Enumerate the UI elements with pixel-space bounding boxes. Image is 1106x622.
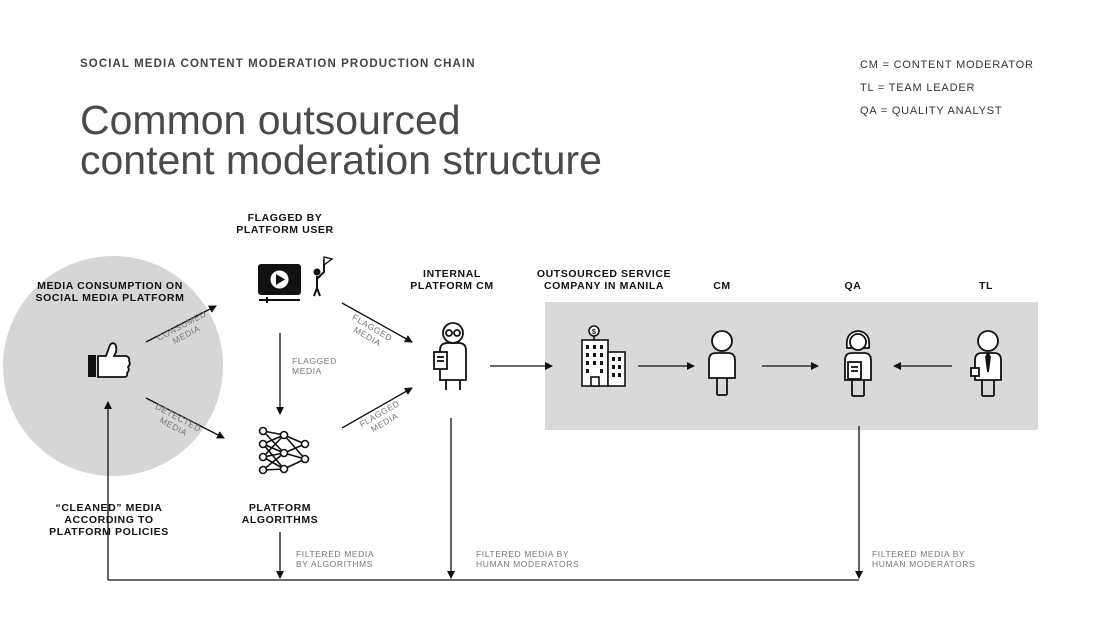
- label-outsourced: OUTSOURCED SERVICE COMPANY IN MANILA: [536, 268, 672, 292]
- legend-qa: QA = QUALITY ANALYST: [860, 105, 1003, 117]
- title-line-2: content moderation structure: [80, 137, 602, 183]
- edge-flagged-media-down: FLAGGED MEDIA: [292, 356, 337, 376]
- label-internal-cm: INTERNAL PLATFORM CM: [410, 268, 494, 292]
- edge-filtered-humans-outsourced: FILTERED MEDIA BY HUMAN MODERATORS: [872, 549, 976, 569]
- label-flagged-user: FLAGGED BY PLATFORM USER: [236, 212, 334, 236]
- arrow-flagged-top: [341, 302, 413, 343]
- label-algorithms: PLATFORM ALGORITHMS: [241, 502, 319, 526]
- svg-text:$: $: [592, 329, 596, 336]
- label-cm: CM: [713, 280, 731, 292]
- neural-network-icon: [258, 426, 310, 475]
- page-title: Common outsourced content moderation str…: [80, 97, 602, 183]
- label-media-platform: MEDIA CONSUMPTION ON SOCIAL MEDIA PLATFO…: [35, 280, 185, 304]
- arrow-consumed: [145, 305, 217, 343]
- label-cleaned-media: “CLEANED” MEDIA ACCORDING TO PLATFORM PO…: [49, 502, 169, 538]
- person-icon: [708, 330, 736, 396]
- person-with-clipboard-icon: [844, 330, 872, 397]
- thumbs-up-icon: [88, 342, 131, 378]
- office-building-icon: $: [581, 325, 626, 387]
- moderator-with-glasses-icon: [433, 322, 467, 390]
- edge-filtered-humans-internal: FILTERED MEDIA BY HUMAN MODERATORS: [476, 549, 580, 569]
- title-line-1: Common outsourced: [80, 97, 461, 143]
- label-qa: QA: [844, 280, 862, 292]
- label-tl: TL: [978, 280, 994, 292]
- edge-filtered-algorithms: FILTERED MEDIA BY ALGORITHMS: [296, 549, 374, 569]
- video-flag-icon: [258, 256, 334, 303]
- arrow-flagged-bottom: [341, 387, 413, 429]
- legend-tl: TL = TEAM LEADER: [860, 82, 976, 94]
- legend-cm: CM = CONTENT MODERATOR: [860, 59, 1034, 71]
- person-with-tie-icon: [970, 330, 1002, 397]
- arrow-detected: [145, 397, 225, 439]
- kicker-label: SOCIAL MEDIA CONTENT MODERATION PRODUCTI…: [80, 58, 476, 70]
